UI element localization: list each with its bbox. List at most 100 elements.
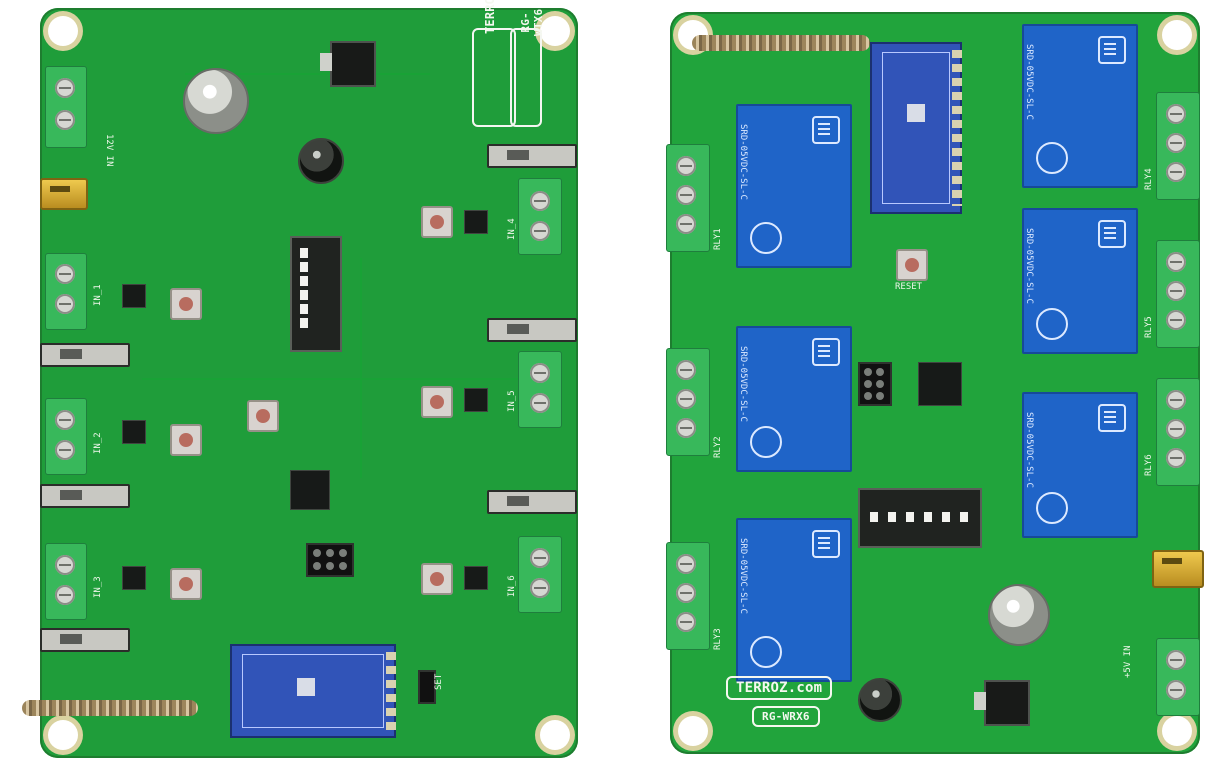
input-screw[interactable] <box>530 578 550 598</box>
input-screw[interactable] <box>530 221 550 241</box>
transmitter-board: TERROZ.com RG-WTX6 12V IN IN_1 IN_2 IN_3… <box>22 0 578 758</box>
relay-screw[interactable] <box>1166 390 1186 410</box>
dip-lever[interactable] <box>300 318 308 328</box>
tactile-button[interactable] <box>421 206 453 238</box>
input-terminal[interactable] <box>518 178 562 255</box>
relay-label: RLY2 <box>713 436 723 458</box>
tactile-button[interactable] <box>421 386 453 418</box>
dip-lever[interactable] <box>300 290 308 300</box>
relay-logo <box>1098 36 1126 64</box>
header-pin <box>326 562 334 570</box>
relay-screw[interactable] <box>676 612 696 632</box>
power-screw[interactable] <box>1166 650 1186 670</box>
optocoupler <box>464 566 488 590</box>
certification-mark <box>1036 142 1068 174</box>
power-screw[interactable] <box>55 78 75 98</box>
input-screw[interactable] <box>530 363 550 383</box>
pin-header[interactable] <box>306 543 354 577</box>
relay-part-number: SRD-05VDC-SL-C <box>738 538 748 614</box>
bottom-left-mounting-hole <box>678 716 708 746</box>
relay-screw[interactable] <box>676 583 696 603</box>
voltage-regulator <box>320 41 376 87</box>
relay-screw[interactable] <box>676 360 696 380</box>
header-pin <box>339 549 347 557</box>
wireless-module <box>230 644 396 738</box>
tactile-button[interactable] <box>170 568 202 600</box>
dip-lever[interactable] <box>300 262 308 272</box>
relay-label: RLY3 <box>713 628 723 650</box>
mini-usb-port[interactable] <box>1152 550 1204 588</box>
relay-part-number: SRD-05VDC-SL-C <box>738 346 748 422</box>
tactile-button[interactable] <box>247 400 279 432</box>
relay-logo <box>1098 220 1126 248</box>
relay: SRD-05VDC-SL-C <box>1022 208 1138 354</box>
input-screw[interactable] <box>530 191 550 211</box>
header-pin <box>876 392 884 400</box>
slide-switch[interactable] <box>487 490 577 514</box>
header-pin <box>339 562 347 570</box>
slide-switch[interactable] <box>487 144 577 168</box>
set-header[interactable] <box>418 670 436 704</box>
power-screw[interactable] <box>55 110 75 130</box>
relay-logo <box>812 116 840 144</box>
pin-header[interactable] <box>858 362 892 406</box>
tactile-button[interactable] <box>170 424 202 456</box>
reset-button[interactable] <box>896 249 928 281</box>
relay-part-number: SRD-05VDC-SL-C <box>1024 44 1034 120</box>
relay-screw[interactable] <box>1166 133 1186 153</box>
relay-screw[interactable] <box>676 214 696 234</box>
dip-switch[interactable] <box>290 236 342 352</box>
bottom-right-mounting-hole <box>540 720 570 750</box>
relay: SRD-05VDC-SL-C <box>1022 24 1138 188</box>
slide-switch[interactable] <box>40 628 130 652</box>
spring-antenna <box>692 35 870 51</box>
relay-screw[interactable] <box>676 418 696 438</box>
slide-switch[interactable] <box>487 318 577 342</box>
relay-screw[interactable] <box>1166 104 1186 124</box>
dip-lever[interactable] <box>870 512 878 522</box>
input-screw[interactable] <box>530 393 550 413</box>
dip-switch[interactable] <box>858 488 982 548</box>
relay-screw[interactable] <box>676 156 696 176</box>
module-crystal <box>296 678 315 697</box>
relay: SRD-05VDC-SL-C <box>736 104 852 268</box>
dip-lever[interactable] <box>924 512 932 522</box>
input-screw[interactable] <box>55 294 75 314</box>
tactile-button[interactable] <box>421 563 453 595</box>
relay-logo <box>812 338 840 366</box>
dip-lever[interactable] <box>300 304 308 314</box>
relay-screw[interactable] <box>1166 448 1186 468</box>
relay-screw[interactable] <box>676 185 696 205</box>
relay-screw[interactable] <box>1166 162 1186 182</box>
relay-screw[interactable] <box>1166 252 1186 272</box>
certification-mark <box>750 636 782 668</box>
dip-lever[interactable] <box>888 512 896 522</box>
slide-switch[interactable] <box>40 343 130 367</box>
slide-switch[interactable] <box>40 484 130 508</box>
trace <box>185 73 430 75</box>
header-pin <box>313 549 321 557</box>
dip-lever[interactable] <box>942 512 950 522</box>
input-screw[interactable] <box>55 555 75 575</box>
power-screw[interactable] <box>1166 680 1186 700</box>
dip-lever[interactable] <box>300 276 308 286</box>
relay-screw[interactable] <box>676 554 696 574</box>
input-screw[interactable] <box>55 410 75 430</box>
input-screw[interactable] <box>55 440 75 460</box>
optocoupler <box>122 566 146 590</box>
brand-box: TERROZ.com <box>472 0 516 127</box>
relay-screw[interactable] <box>676 389 696 409</box>
dip-lever[interactable] <box>300 248 308 258</box>
dip-lever[interactable] <box>960 512 968 522</box>
dip-lever[interactable] <box>906 512 914 522</box>
input-screw[interactable] <box>55 264 75 284</box>
channel-label: IN_3 <box>93 576 103 598</box>
input-screw[interactable] <box>55 585 75 605</box>
tactile-button[interactable] <box>170 288 202 320</box>
mini-usb-port[interactable] <box>40 178 88 210</box>
relay-screw[interactable] <box>1166 281 1186 301</box>
relay-screw[interactable] <box>1166 310 1186 330</box>
top-right-mounting-hole <box>1162 20 1192 50</box>
input-screw[interactable] <box>530 548 550 568</box>
relay-screw[interactable] <box>1166 419 1186 439</box>
